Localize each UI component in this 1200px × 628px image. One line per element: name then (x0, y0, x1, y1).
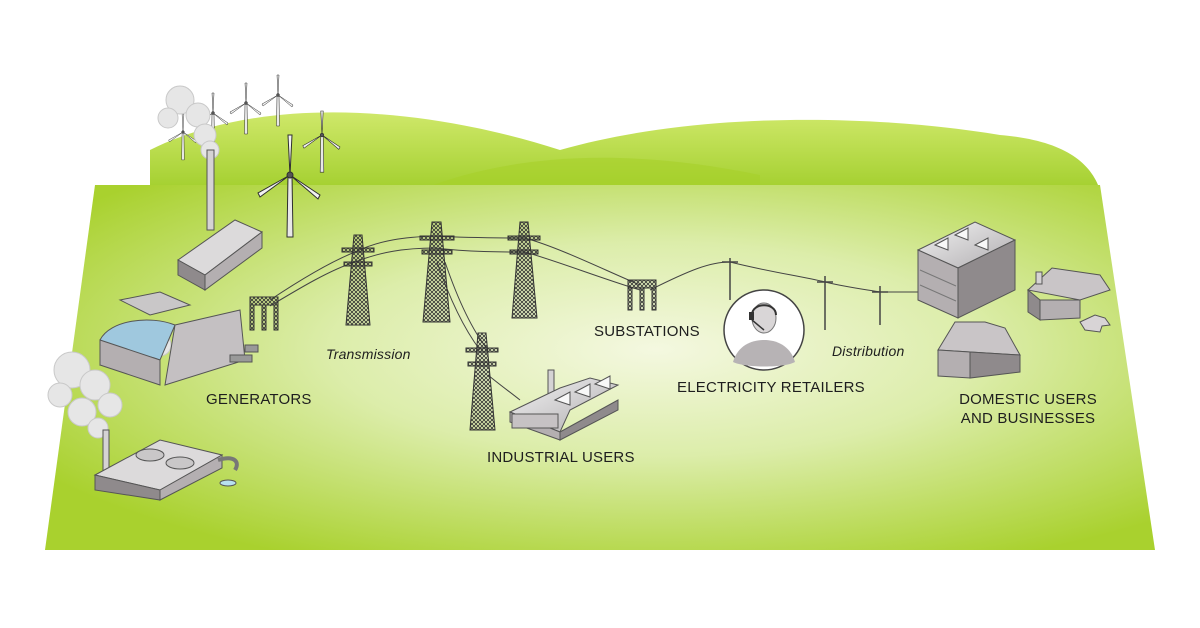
wind-turbine-icon (257, 134, 321, 238)
domestic-users-label: DOMESTIC USERS AND BUSINESSES (958, 390, 1098, 428)
office-building-icon (916, 221, 1017, 319)
wind-turbine-icon (302, 110, 341, 173)
electricity-retailers-label: ELECTRICITY RETAILERS (677, 379, 865, 396)
generators-label: GENERATORS (206, 391, 312, 408)
power-plant-icon (177, 149, 263, 291)
domestic-users-line1: DOMESTIC USERS (959, 391, 1097, 408)
smoke-plumes (47, 85, 220, 439)
distribution-poles (722, 258, 888, 330)
substation-icon (627, 279, 657, 311)
distribution-label: Distribution (832, 343, 905, 359)
domestic-users-line2: AND BUSINESSES (960, 410, 1096, 427)
headset-person-icon (723, 289, 805, 371)
pylon-icon (507, 221, 541, 319)
power-plant-icon (93, 429, 239, 501)
pylon-icon (341, 234, 375, 326)
wind-turbine-icon (261, 74, 294, 127)
wind-turbine-icon (168, 113, 197, 161)
power-plant-icon (99, 291, 259, 386)
house-icon (1026, 267, 1111, 321)
factory-icon (508, 369, 620, 441)
industrial-users-label: INDUSTRIAL USERS (487, 449, 635, 466)
pylon-icon (419, 221, 455, 323)
wind-farm (168, 74, 341, 238)
substations-label: SUBSTATIONS (594, 323, 700, 340)
wind-turbine-icon (229, 82, 262, 135)
dog-icon (1079, 314, 1111, 333)
substation-icon (249, 296, 279, 331)
transmission-label: Transmission (326, 346, 411, 362)
house-icon (937, 321, 1021, 379)
pylon-icon (465, 332, 499, 431)
